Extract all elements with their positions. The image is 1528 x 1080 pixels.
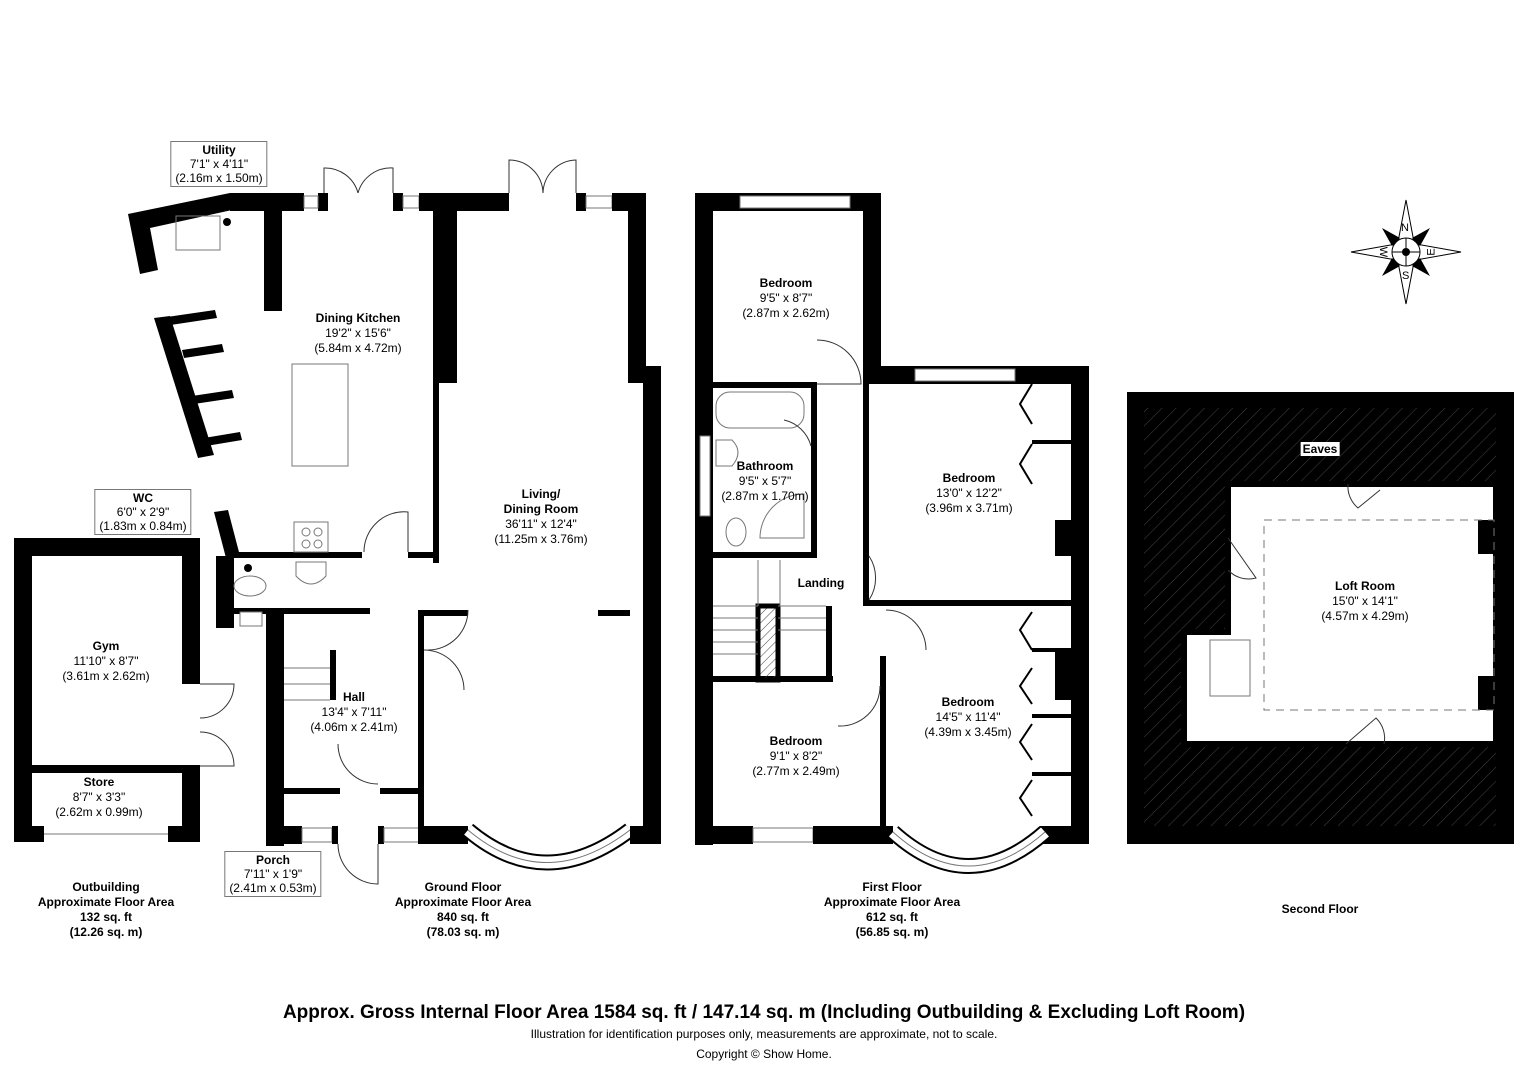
- room-dimensions-imperial: 6'0" x 2'9": [116, 505, 170, 519]
- room-dimensions-metric: (11.25m x 3.76m): [494, 532, 588, 546]
- room-dimensions-metric: (4.57m x 4.29m): [1321, 609, 1409, 623]
- room-dimensions-imperial: 11'10" x 8'7": [73, 654, 139, 668]
- compass-south-label: S: [1402, 270, 1410, 282]
- ground-floor-plan: [128, 159, 661, 885]
- floor-sqm: (56.85 sq. m): [855, 925, 929, 939]
- room-name: Bedroom: [769, 734, 823, 748]
- room-name: Porch: [255, 853, 290, 867]
- room-dimensions-imperial: 9'5" x 8'7": [759, 291, 813, 305]
- room-dimensions-metric: (5.84m x 4.72m): [314, 341, 402, 355]
- room-label-wc: WC 6'0" x 2'9" (1.83m x 0.84m): [94, 489, 192, 535]
- room-label-porch: Porch 7'11" x 1'9" (2.41m x 0.53m): [224, 851, 322, 897]
- room-dimensions-metric: (2.16m x 1.50m): [175, 171, 263, 185]
- floor-title: Ground Floor: [424, 880, 502, 894]
- floor-subtitle: Approximate Floor Area: [37, 895, 175, 909]
- floor-sqm: (12.26 sq. m): [69, 925, 143, 939]
- room-dimensions-metric: (2.87m x 1.70m): [721, 489, 809, 503]
- room-dimensions-imperial: 13'0" x 12'2": [936, 486, 1002, 500]
- floor-sqft: 840 sq. ft: [436, 910, 490, 924]
- room-name: Bathroom: [736, 459, 794, 473]
- room-dimensions-metric: (2.77m x 2.49m): [752, 764, 840, 778]
- first-floor-plan: [695, 193, 1089, 874]
- room-dimensions-imperial: 15'0" x 14'1": [1332, 594, 1398, 608]
- floor-subtitle: Approximate Floor Area: [394, 895, 532, 909]
- room-label-hall: Hall 13'4" x 7'11" (4.06m x 2.41m): [310, 690, 397, 735]
- room-name: Gym: [92, 639, 120, 653]
- floor-area-ground: Ground Floor Approximate Floor Area 840 …: [395, 880, 531, 940]
- room-dimensions-imperial: 9'5" x 5'7": [738, 474, 792, 488]
- room-label-bedroom-front-left: Bedroom 9'1" x 8'2" (2.77m x 2.49m): [752, 734, 839, 779]
- room-dimensions-metric: (3.96m x 3.71m): [925, 501, 1013, 515]
- room-name: WC: [133, 491, 153, 505]
- room-label-living-dining: Living/ Dining Room 36'11" x 12'4" (11.2…: [494, 487, 587, 547]
- room-label-loft-room: Loft Room 15'0" x 14'1" (4.57m x 4.29m): [1321, 579, 1408, 624]
- room-dimensions-metric: (1.83m x 0.84m): [99, 519, 187, 533]
- floor-title: Outbuilding: [72, 880, 140, 894]
- room-dimensions-imperial: 7'11" x 1'9": [243, 867, 303, 881]
- copyright-text: Copyright © Show Home.: [696, 1047, 832, 1061]
- room-dimensions-imperial: 7'1" x 4'11": [189, 157, 249, 171]
- room-label-dining-kitchen: Dining Kitchen 19'2" x 15'6" (5.84m x 4.…: [314, 311, 401, 356]
- room-name: Dining Kitchen: [315, 311, 401, 325]
- compass-north-label: N: [1401, 222, 1409, 234]
- room-name: Loft Room: [1335, 579, 1395, 593]
- floor-area-outbuilding: Outbuilding Approximate Floor Area 132 s…: [38, 880, 174, 940]
- room-name: Hall: [342, 690, 365, 704]
- room-dimensions-metric: (2.87m x 2.62m): [742, 306, 830, 320]
- room-name: Landing: [797, 576, 845, 590]
- room-label-bathroom: Bathroom 9'5" x 5'7" (2.87m x 1.70m): [721, 459, 808, 504]
- compass-west-label: W: [1377, 246, 1390, 258]
- floor-sqft: 612 sq. ft: [865, 910, 919, 924]
- floor-subtitle: Approximate Floor Area: [823, 895, 961, 909]
- room-label-bedroom-rear-left: Bedroom 9'5" x 8'7" (2.87m x 2.62m): [742, 276, 829, 321]
- gross-floor-area-summary: Approx. Gross Internal Floor Area 1584 s…: [282, 1002, 1246, 1023]
- room-label-landing: Landing: [798, 576, 845, 591]
- disclaimer-text: Illustration for identification purposes…: [530, 1027, 998, 1041]
- room-label-store: Store 8'7" x 3'3" (2.62m x 0.99m): [55, 775, 142, 820]
- room-dimensions-imperial: 36'11" x 12'4": [505, 517, 577, 531]
- floor-sqft: 132 sq. ft: [79, 910, 133, 924]
- room-dimensions-metric: (4.06m x 2.41m): [310, 720, 398, 734]
- compass-east-label: E: [1425, 248, 1438, 256]
- room-dimensions-imperial: 8'7" x 3'3": [72, 790, 126, 804]
- room-dimensions-metric: (4.39m x 3.45m): [924, 725, 1012, 739]
- second-floor-plan: [1127, 392, 1514, 844]
- floor-area-first: First Floor Approximate Floor Area 612 s…: [824, 880, 960, 940]
- room-label-bedroom-rear-right: Bedroom 13'0" x 12'2" (3.96m x 3.71m): [925, 471, 1012, 516]
- room-name-line1: Living/: [521, 487, 561, 501]
- room-dimensions-metric: (2.62m x 0.99m): [55, 805, 143, 819]
- outbuilding-plan: [14, 538, 235, 842]
- room-dimensions-metric: (2.41m x 0.53m): [229, 881, 317, 895]
- room-label-bedroom-front-right: Bedroom 14'5" x 11'4" (4.39m x 3.45m): [924, 695, 1011, 740]
- room-name: Bedroom: [941, 695, 995, 709]
- room-label-utility: Utility 7'1" x 4'11" (2.16m x 1.50m): [170, 141, 268, 187]
- room-label-gym: Gym 11'10" x 8'7" (3.61m x 2.62m): [62, 639, 149, 684]
- room-name: Bedroom: [942, 471, 996, 485]
- room-dimensions-imperial: 9'1" x 8'2": [769, 749, 823, 763]
- floor-sqm: (78.03 sq. m): [426, 925, 500, 939]
- compass-rose-icon: [1350, 199, 1462, 305]
- floor-title: Second Floor: [1281, 902, 1359, 916]
- room-name-line2: Dining Room: [503, 502, 579, 516]
- floor-title: First Floor: [862, 880, 922, 894]
- room-name: Utility: [202, 143, 236, 157]
- room-dimensions-imperial: 14'5" x 11'4": [935, 710, 1001, 724]
- room-name: Bedroom: [759, 276, 813, 290]
- floor-area-second: Second Floor: [1282, 902, 1359, 917]
- room-dimensions-metric: (3.61m x 2.62m): [62, 669, 150, 683]
- room-name: Store: [83, 775, 115, 789]
- room-dimensions-imperial: 19'2" x 15'6": [325, 326, 391, 340]
- room-dimensions-imperial: 13'4" x 7'11": [321, 705, 387, 719]
- room-label-eaves: Eaves: [1300, 442, 1340, 456]
